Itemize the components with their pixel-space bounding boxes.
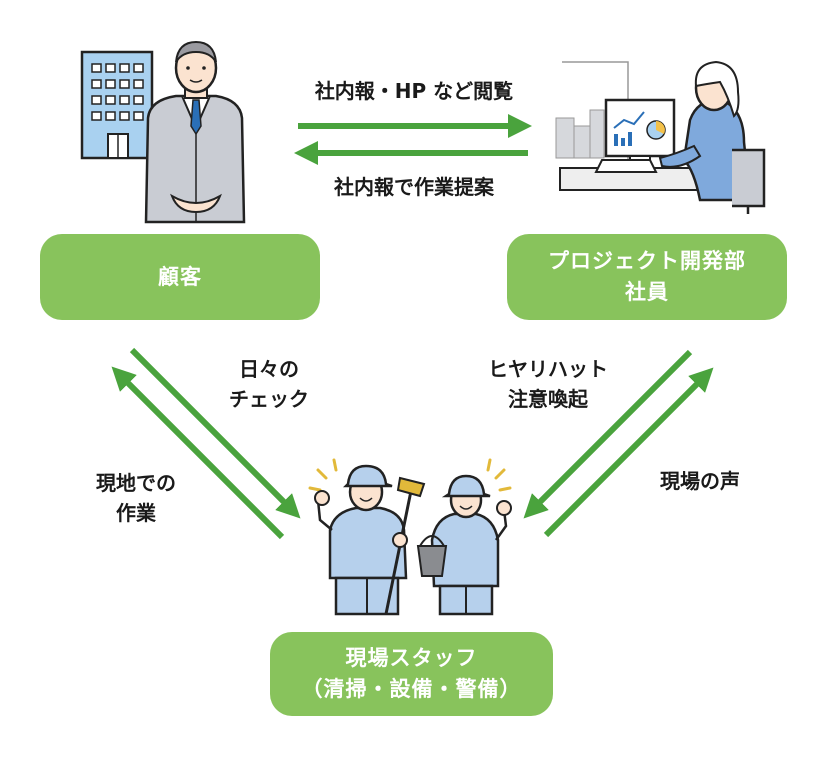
- edge-label-project-to-staff: ヒヤリハット 注意喚起: [468, 354, 628, 414]
- node-project-line2: 社員: [625, 280, 669, 304]
- edge-label-customer-to-staff: 日々の チェック: [214, 354, 324, 414]
- office-worker-at-computer-icon: [555, 60, 766, 214]
- cleaning-staff-icon: [308, 458, 426, 616]
- edge-label-staff-to-customer-line1: 現地での: [96, 471, 176, 495]
- businessman-icon: [144, 40, 246, 224]
- edge-label-staff-to-project: 現場の声: [660, 469, 740, 493]
- edge-label-staff-to-customer-line2: 作業: [116, 501, 156, 525]
- node-staff: 現場スタッフ （清掃・設備・警備）: [270, 632, 553, 716]
- arrow-project-to-staff: [523, 349, 693, 519]
- node-project-line1: プロジェクト開発部: [548, 249, 746, 273]
- edge-label-project-to-customer: 社内報で作業提案: [334, 175, 494, 199]
- edge-label-project-to-staff-line1: ヒヤリハット: [488, 357, 608, 381]
- edge-label-customer-to-project: 社内報・HP など閲覧: [314, 79, 514, 103]
- node-staff-line2: （清掃・設備・警備）: [301, 677, 522, 701]
- arrow-staff-to-project: [543, 367, 714, 538]
- worker-with-bucket-icon: [416, 458, 512, 616]
- edge-label-customer-to-staff-line1: 日々の: [239, 357, 299, 381]
- arrow-staff-to-customer: [111, 366, 285, 540]
- edge-label-staff-to-customer: 現地での 作業: [74, 468, 198, 528]
- office-building-icon: [80, 50, 154, 160]
- node-customer-label: 顧客: [158, 264, 202, 289]
- edge-label-customer-to-staff-line2: チェック: [229, 387, 309, 411]
- arrow-customer-to-staff: [129, 347, 301, 519]
- node-project: プロジェクト開発部 社員: [507, 234, 787, 320]
- edge-label-project-to-staff-line2: 注意喚起: [508, 387, 588, 411]
- node-staff-line1: 現場スタッフ: [345, 646, 478, 670]
- node-customer: 顧客: [40, 234, 320, 320]
